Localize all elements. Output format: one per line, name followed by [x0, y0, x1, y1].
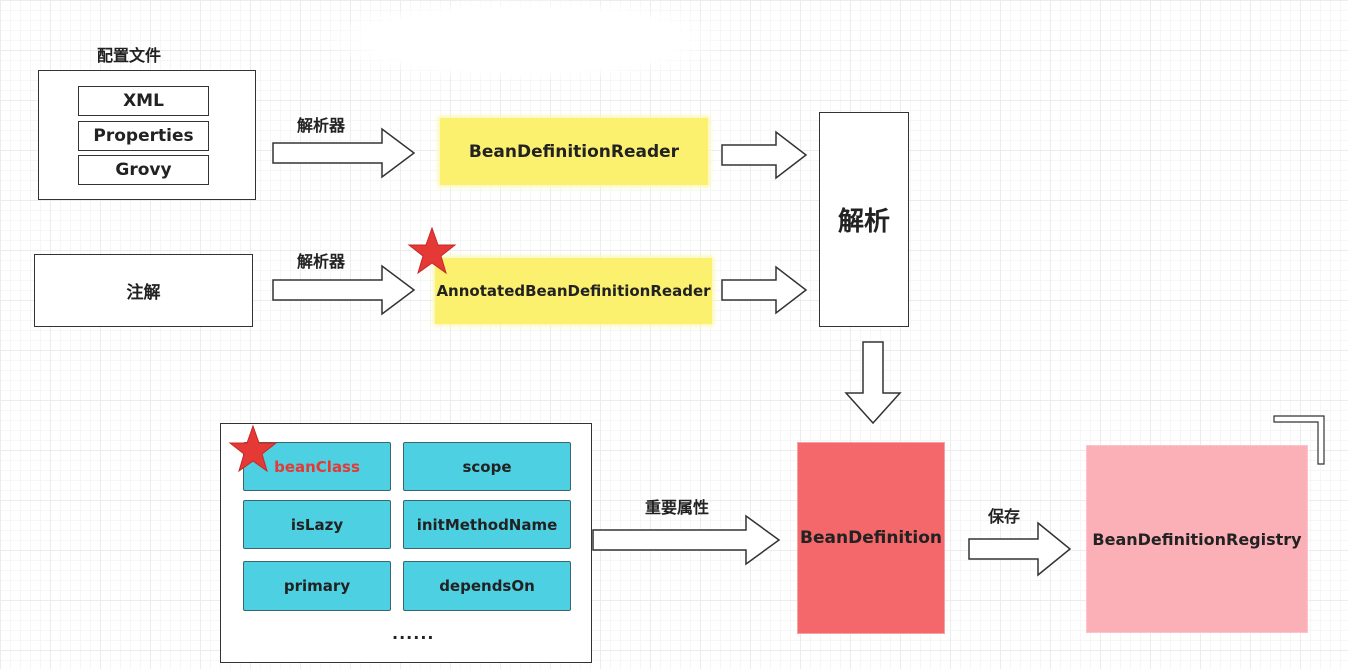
important-props-label: 重要属性 [645, 498, 710, 517]
property-depends-on: dependsOn [403, 561, 571, 611]
corner-bracket-shape [1273, 415, 1325, 465]
parser-label-2: 解析器 [297, 252, 346, 271]
arrow-reader1-to-parse [721, 130, 808, 180]
property-init-method-name: initMethodName [403, 500, 571, 549]
config-item-xml: XML [78, 86, 209, 116]
background-smudge [330, 0, 720, 80]
bean-definition-registry-box: BeanDefinitionRegistry [1086, 445, 1308, 633]
config-item-grovy: Grovy [78, 155, 209, 185]
property-is-lazy: isLazy [243, 500, 391, 549]
bean-definition-box: BeanDefinition [797, 442, 945, 634]
property-primary: primary [243, 561, 391, 611]
star-icon [407, 226, 457, 275]
property-scope: scope [403, 442, 571, 491]
save-label: 保存 [988, 507, 1021, 526]
arrow-annotation-to-reader [272, 264, 416, 316]
properties-ellipsis: ...... [392, 624, 435, 643]
parse-box: 解析 [819, 112, 909, 327]
parser-label-1: 解析器 [297, 116, 346, 135]
arrow-props-to-bean-definition [592, 514, 781, 566]
star-icon [228, 424, 278, 473]
annotated-bean-definition-reader: AnnotatedBeanDefinitionReader [435, 258, 712, 324]
annotation-box: 注解 [34, 254, 253, 327]
config-item-properties: Properties [78, 121, 209, 151]
bean-definition-reader: BeanDefinitionReader [440, 118, 708, 185]
config-files-title: 配置文件 [97, 46, 162, 65]
arrow-reader2-to-parse [721, 265, 808, 315]
arrow-bean-definition-to-registry [968, 521, 1072, 577]
arrow-parse-to-bean-definition [844, 341, 902, 425]
arrow-config-to-reader [272, 127, 416, 179]
